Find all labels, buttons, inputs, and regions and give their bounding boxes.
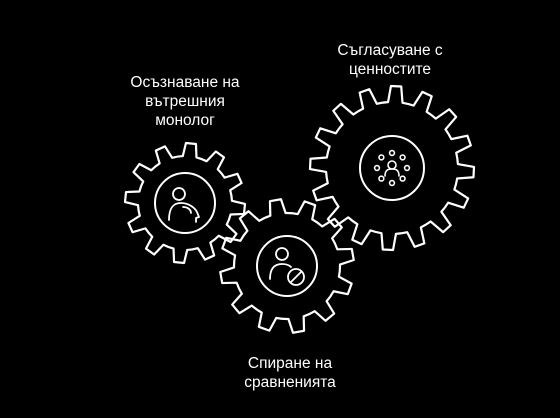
gear-bottom-hub xyxy=(256,235,318,297)
group-member-dot xyxy=(403,164,411,172)
gear-right xyxy=(308,84,476,252)
group-member-dot xyxy=(399,154,406,161)
gear-left-hub xyxy=(154,172,216,234)
group-member-dot xyxy=(373,164,381,172)
gear-right-hub xyxy=(359,135,425,201)
gear-left xyxy=(123,141,247,265)
group-member-dot xyxy=(388,149,396,157)
gear-bottom-label: Спиране на сравненията xyxy=(244,355,336,391)
gear-right-outline xyxy=(308,84,476,252)
person-head-icon xyxy=(168,187,200,223)
group-member-dot xyxy=(388,179,396,187)
gear-bottom-outline xyxy=(219,198,355,334)
group-member-dot xyxy=(378,154,385,161)
gear-left-label: Осъзнаване на вътрешния монолог xyxy=(130,74,240,129)
person-block-icon xyxy=(269,247,305,286)
gear-left-outline xyxy=(123,141,247,265)
gear-bottom xyxy=(219,198,355,334)
group-member-dot xyxy=(399,175,406,182)
group-circle-icon xyxy=(373,149,411,187)
group-member-dot xyxy=(378,175,385,182)
gear-right-label: Съгласуване с ценностите xyxy=(337,42,443,78)
